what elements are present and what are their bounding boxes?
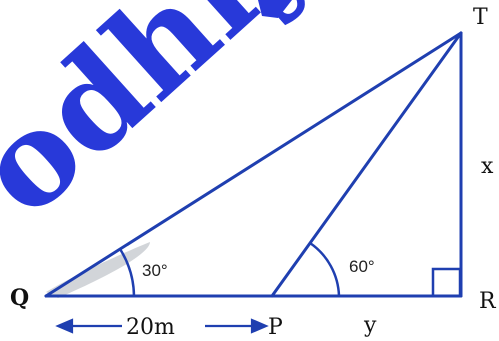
vertex-label-p: P	[268, 315, 283, 340]
vertex-label-t: T	[473, 5, 488, 30]
vertex-label-r: R	[479, 289, 497, 314]
angle-arc-p	[309, 241, 341, 297]
distance-label-qp: 20m	[126, 315, 175, 340]
angle-arc-q	[118, 248, 136, 297]
line-qt	[44, 31, 463, 298]
side-label-x: x	[481, 154, 494, 179]
line-pt	[270, 31, 463, 298]
angle-label-p: 60°	[349, 257, 375, 276]
right-angle-marker	[431, 267, 462, 298]
watermark-text: odhiy	[0, 0, 342, 245]
watermark-logo: odhiy	[0, 0, 342, 245]
side-label-y: y	[363, 313, 377, 338]
triangle-lines	[44, 31, 463, 298]
angle-label-q: 30°	[142, 261, 168, 280]
watermark-fragment	[258, 0, 292, 18]
distance-arrow-qp	[55, 318, 269, 334]
vertex-label-q: Q	[10, 285, 29, 311]
